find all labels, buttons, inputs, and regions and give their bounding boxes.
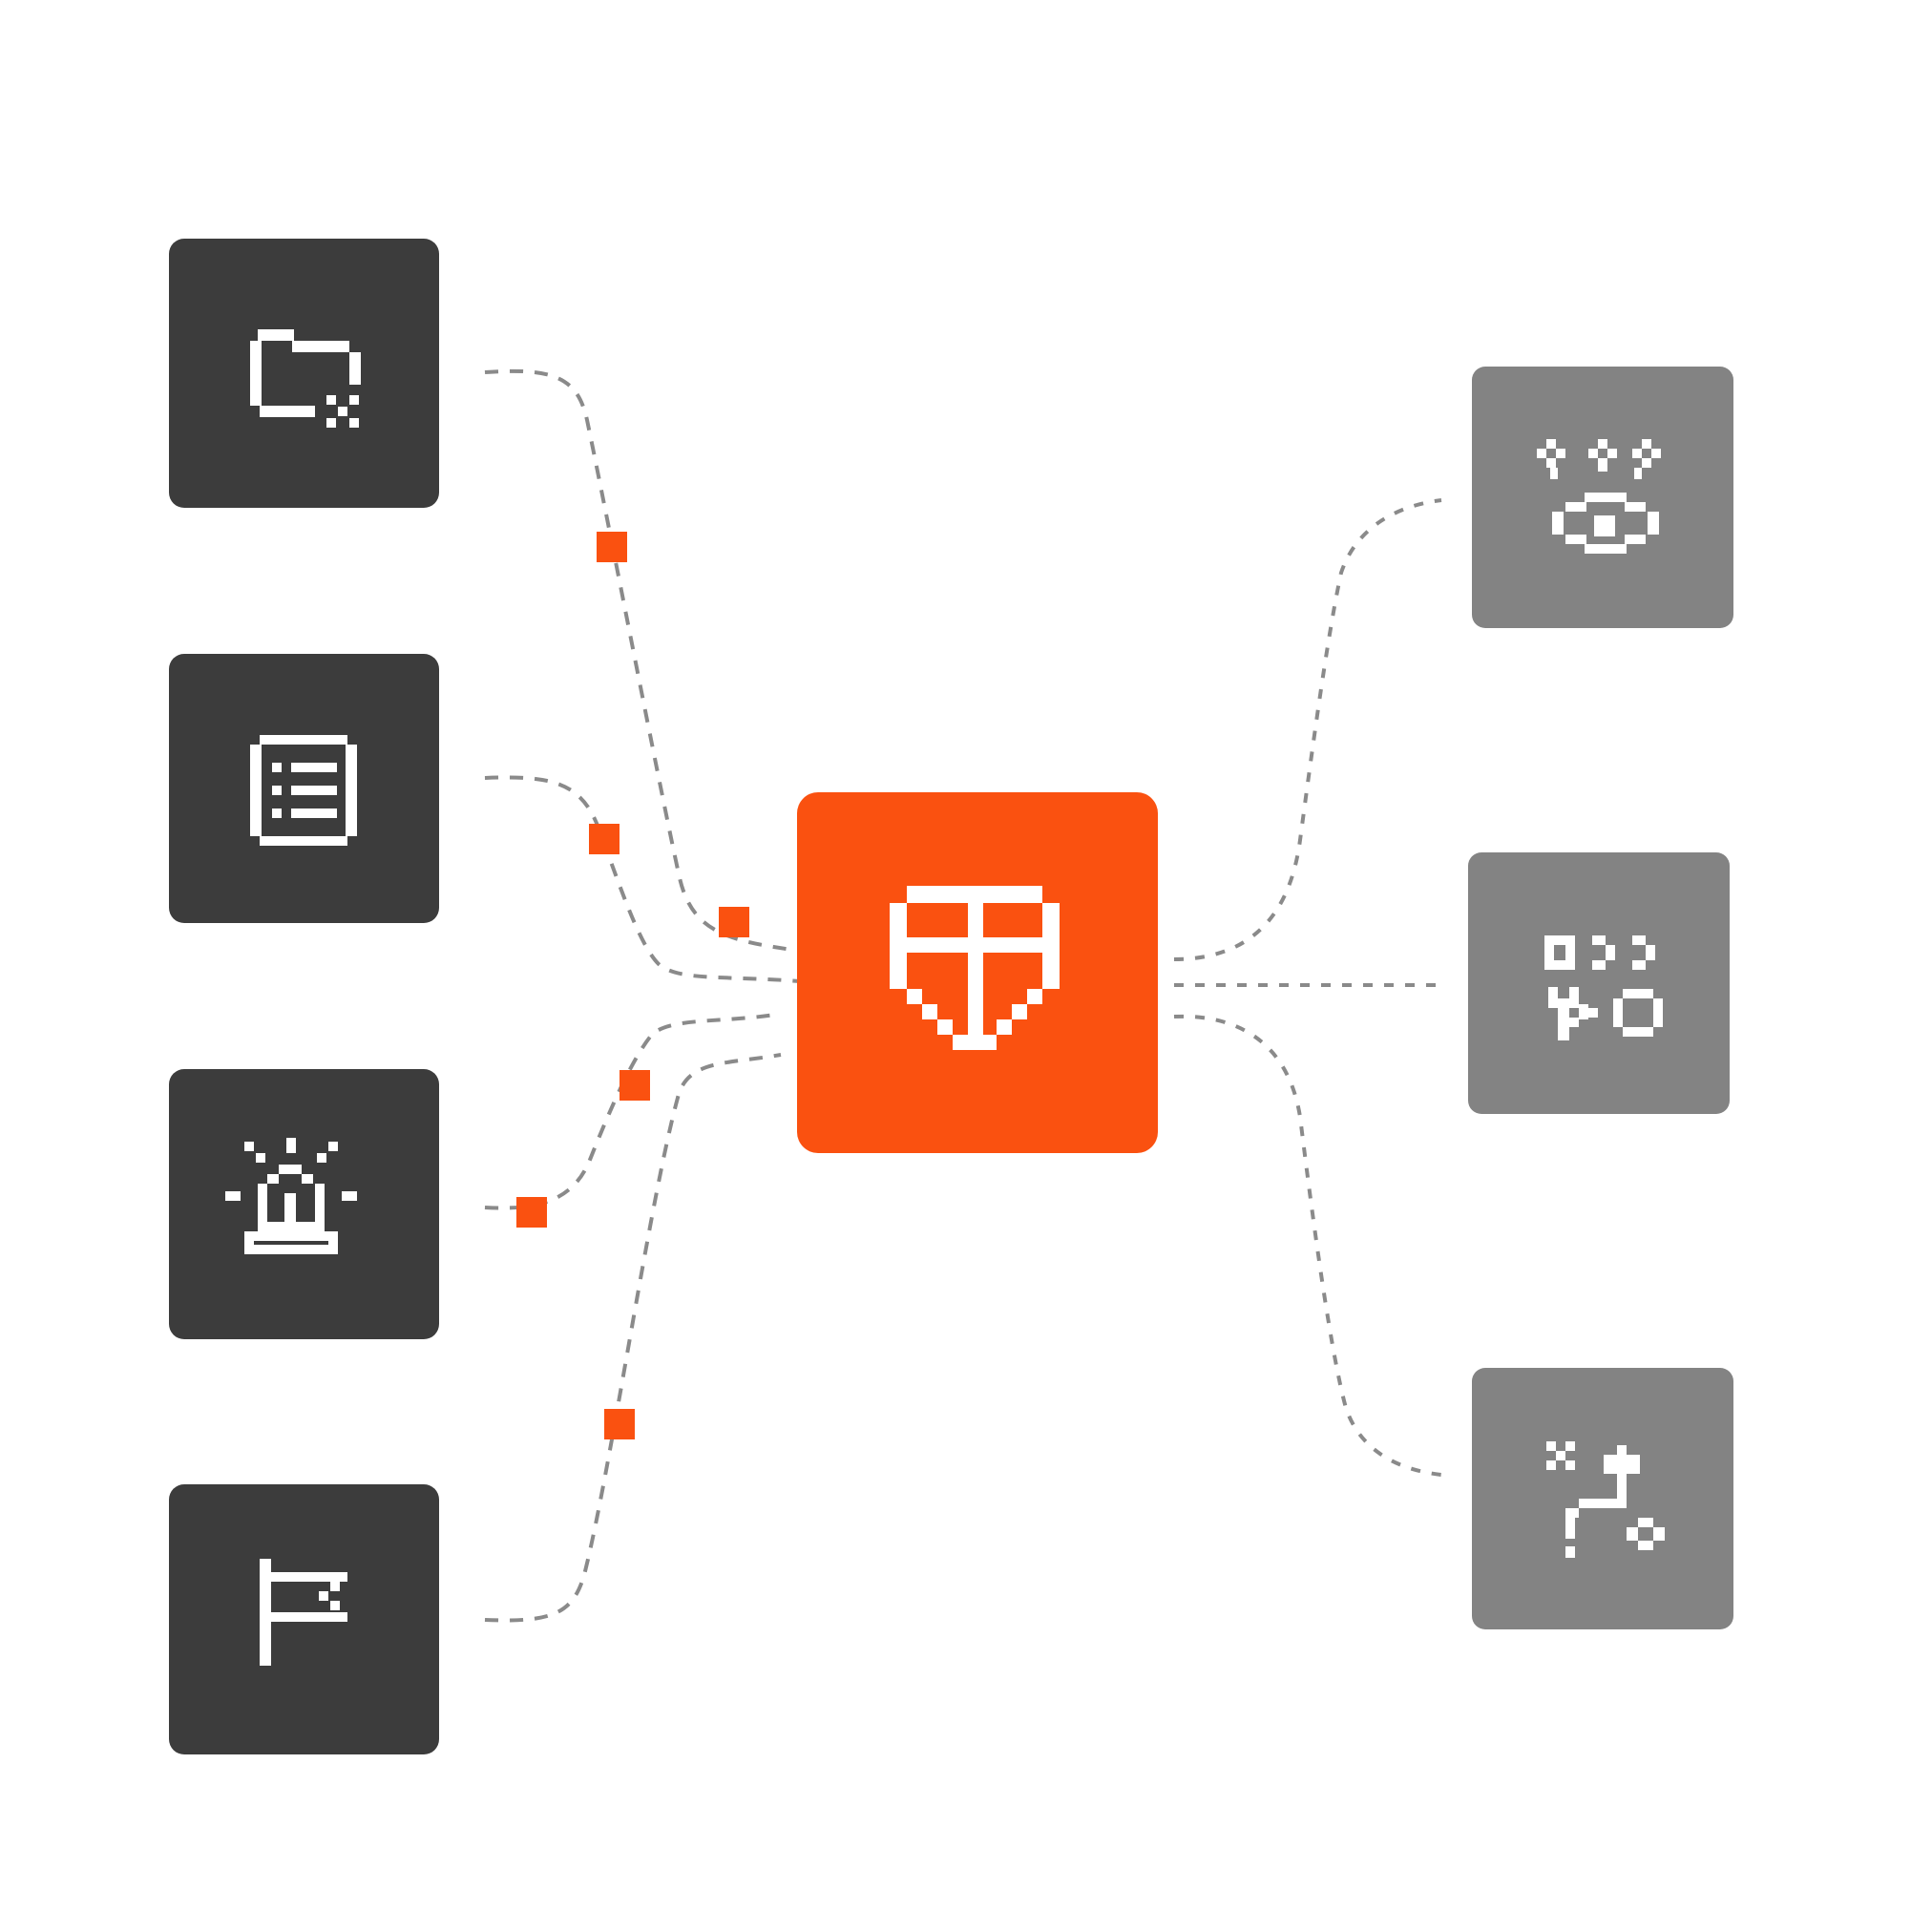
data-packet (620, 1070, 650, 1101)
workflow-route-icon (1546, 1441, 1665, 1558)
output-tile-2[interactable] (1468, 852, 1730, 1114)
connector-source-2 (484, 775, 801, 983)
flag-icon (260, 1559, 347, 1666)
data-packet (719, 907, 749, 937)
connector-source-3 (484, 1012, 782, 1210)
connector-output-1 (1173, 498, 1442, 961)
source-tile-3[interactable] (169, 1069, 439, 1339)
data-packet (589, 824, 620, 854)
connector-output-3 (1173, 1014, 1442, 1477)
data-packet (597, 532, 627, 562)
connector-source-4 (484, 1053, 782, 1623)
data-packet (604, 1409, 635, 1439)
data-packet (516, 1197, 547, 1228)
network-nodes-icon (1537, 439, 1661, 554)
node-cursor-icon (1544, 935, 1663, 1040)
alarm-light-icon (225, 1138, 357, 1254)
connector-source-1 (484, 368, 793, 952)
shield-icon (890, 886, 1060, 1050)
source-tile-1[interactable] (169, 239, 439, 508)
folder-error-icon (250, 329, 361, 428)
checklist-document-icon (250, 735, 357, 846)
